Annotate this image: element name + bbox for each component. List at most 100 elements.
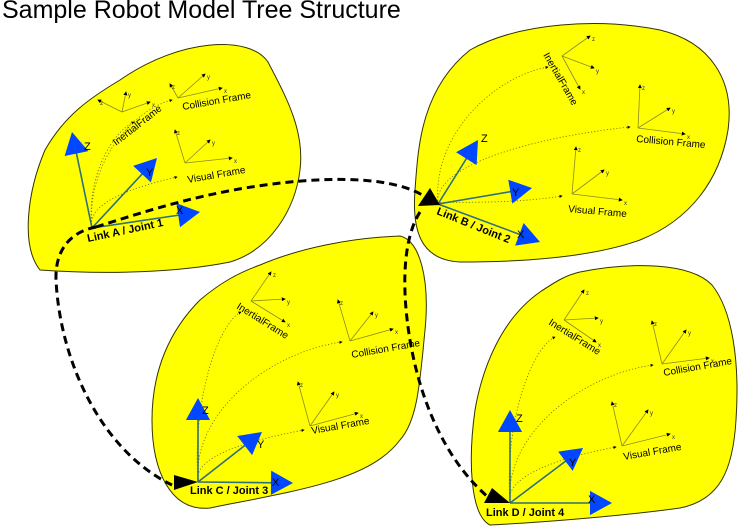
- frame-x-axis-icon: [563, 319, 597, 343]
- frame-y-axis-icon: [250, 297, 286, 302]
- frame-z-axis-icon: [650, 320, 663, 365]
- link-a-x-axis: [91, 213, 183, 229]
- frame-z-axis-label: z: [273, 273, 276, 279]
- frame-z-axis-label: z: [172, 85, 175, 91]
- kinematic-chain: [54, 177, 489, 499]
- frame-x-axis-icon: [637, 127, 686, 136]
- frame-y-axis-label: y: [212, 141, 215, 147]
- frame-x-axis-label: x: [711, 359, 714, 365]
- link-d-frame-path-2: [509, 445, 617, 504]
- frame-y-axis-label: y: [672, 109, 675, 115]
- frame-y-axis-icon: [349, 311, 374, 342]
- frame-x-axis-label: x: [582, 90, 585, 96]
- frame-y-axis-label: y: [287, 300, 290, 306]
- frame-y-axis-icon: [637, 107, 671, 129]
- frame-y-axis-icon: [184, 139, 211, 164]
- frame-z-axis-icon: [336, 299, 351, 342]
- link-d-x-arrow-icon: [590, 490, 612, 516]
- joint-c-marker-icon: [174, 475, 198, 490]
- frame-x-axis-icon: [250, 300, 286, 323]
- frame-x-axis-icon: [561, 55, 581, 90]
- link-c-x-axis: [197, 481, 276, 484]
- link-c-label: Link C / Joint 3: [190, 485, 268, 497]
- frame-y-axis-label: y: [650, 411, 653, 417]
- frame-y-axis-icon: [177, 73, 206, 99]
- diagram-title: Sample Robot Model Tree Structure: [2, 0, 401, 24]
- link-a-y-arrow-icon: [133, 158, 157, 183]
- frame-y-axis-icon: [621, 409, 649, 447]
- frame-y-axis-icon: [121, 91, 128, 113]
- link-b-x-arrow-icon: [515, 222, 540, 246]
- link-b-z-axis: [437, 154, 470, 205]
- frame-y-axis-label: y: [128, 93, 131, 99]
- frame-y-axis-label: y: [207, 75, 210, 81]
- frame-x-axis-label: x: [598, 343, 601, 349]
- link-b-z-axis-label: Z: [481, 133, 488, 145]
- link-b-x-axis: [437, 203, 524, 237]
- link-a-z-arrow-icon: [64, 132, 89, 157]
- link-b-y-axis: [437, 190, 515, 205]
- link-b-frame-path-0: [437, 65, 549, 205]
- link-d-label: Link D / Joint 4: [486, 507, 565, 519]
- frame-z-axis-label: z: [586, 291, 589, 297]
- frame-y-axis-label: y: [606, 171, 609, 177]
- frame-y-axis-label: y: [688, 331, 691, 337]
- frame-x-axis-label: x: [360, 414, 363, 420]
- frame-x-axis-icon: [661, 356, 710, 365]
- link-d-z-arrow-icon: [497, 410, 523, 432]
- frame-y-axis-icon: [661, 329, 687, 365]
- frame-x-axis-label: x: [687, 135, 690, 141]
- frame-x-axis-label: x: [395, 330, 398, 336]
- frame-x-axis-icon: [309, 411, 359, 427]
- frame-y-axis-icon: [563, 316, 599, 321]
- frame-y-axis-label: y: [596, 69, 599, 75]
- link-c-z-axis-label: Z: [202, 405, 209, 417]
- link-d-y-axis-label: Y: [569, 457, 577, 469]
- link-c-y-axis: [197, 442, 249, 483]
- frame-x-axis-label: x: [224, 89, 227, 95]
- frame-z-axis-icon: [610, 401, 623, 447]
- frame-x-axis-icon: [177, 86, 223, 99]
- link-c-x-arrow-icon: [270, 470, 293, 495]
- frame-x-axis-label: x: [152, 103, 155, 109]
- chain-a-to-c: [54, 225, 173, 487]
- frame-z-axis-icon: [169, 83, 179, 99]
- link-a-x-arrow-icon: [176, 203, 200, 228]
- frame-z-axis-label: z: [177, 131, 180, 137]
- frame-x-axis-icon: [121, 101, 151, 113]
- frame-z-axis-label: z: [340, 301, 343, 307]
- frame-x-axis-label: x: [287, 323, 290, 329]
- link-d-y-arrow-icon: [558, 448, 583, 471]
- joint-b-marker-icon: [418, 188, 440, 206]
- frame-z-axis-icon: [571, 146, 578, 195]
- link-b-z-arrow-icon: [456, 140, 478, 166]
- frame-x-axis-icon: [349, 327, 394, 342]
- link-b-y-axis-label: Y: [512, 187, 520, 199]
- frame-x-axis-label: x: [234, 159, 237, 165]
- link-b-y-arrow-icon: [508, 179, 532, 204]
- frame-x-axis-icon: [621, 432, 671, 447]
- frame-z-axis-icon: [637, 84, 642, 129]
- frame-y-axis-icon: [309, 391, 335, 427]
- link-b-frame-label: Visual Frame: [568, 204, 628, 220]
- joint-d-marker-icon: [484, 488, 510, 503]
- frame-y-axis-icon: [561, 55, 595, 69]
- link-b-x-axis-label: X: [517, 229, 525, 241]
- frame-x-axis-icon: [571, 193, 623, 202]
- link-a-z-axis-label: Z: [84, 141, 91, 153]
- frame-z-axis-label: z: [614, 403, 617, 409]
- link-c-shape: [151, 235, 427, 509]
- frame-z-axis-label: z: [642, 86, 645, 92]
- frame-z-axis-label: z: [592, 37, 595, 43]
- link-d-frame-path-1: [509, 363, 654, 504]
- link-a-y-axis: [91, 170, 146, 229]
- frame-y-axis-icon: [571, 169, 605, 195]
- frame-z-axis-icon: [561, 35, 591, 57]
- frame-z-axis-label: z: [100, 101, 103, 107]
- frame-z-axis-icon: [250, 271, 272, 302]
- chain-b-to-d: [403, 211, 489, 499]
- link-c-z-arrow-icon: [185, 398, 211, 420]
- link-d-shape: [470, 265, 738, 526]
- frame-y-axis-label: y: [600, 319, 603, 325]
